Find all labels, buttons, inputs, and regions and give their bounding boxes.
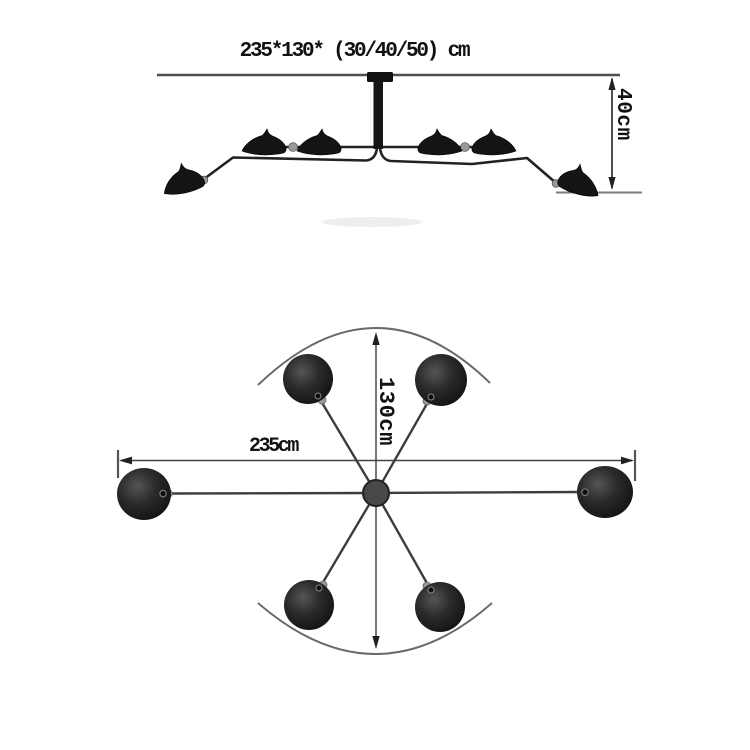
center-stem bbox=[373, 80, 383, 149]
arrow-up-icon bbox=[608, 77, 616, 90]
arm-bottom-left bbox=[320, 491, 378, 586]
lamp-shade bbox=[157, 158, 207, 199]
nipple bbox=[314, 392, 322, 400]
lower-left-arm bbox=[202, 146, 379, 181]
lamp-sphere bbox=[415, 354, 467, 406]
depth-dimension-label: 130cm bbox=[373, 377, 398, 446]
shadow-smudge bbox=[322, 217, 422, 227]
plan-view: 130cm 235cm bbox=[116, 327, 637, 655]
top-sweep-arc bbox=[257, 327, 491, 386]
nipple bbox=[581, 488, 589, 496]
lamp-sphere bbox=[577, 466, 633, 518]
arrow-down-icon bbox=[608, 177, 616, 190]
lamp-shade bbox=[417, 128, 463, 156]
lamp-sphere bbox=[415, 582, 465, 632]
arm-right bbox=[374, 490, 582, 495]
lamp-sphere bbox=[117, 468, 171, 520]
arm-joints bbox=[199, 142, 561, 188]
lamp-shade bbox=[555, 158, 604, 201]
arm-top-right bbox=[374, 400, 430, 495]
lamp-shades-plan bbox=[117, 354, 633, 632]
lamp-sphere bbox=[284, 580, 334, 630]
arrow-left-icon bbox=[119, 456, 132, 465]
lamp-sphere bbox=[283, 354, 333, 404]
center-hub bbox=[362, 479, 390, 507]
lower-right-arm bbox=[378, 146, 558, 185]
arm-bottom-right bbox=[374, 491, 430, 587]
joint-ferrule bbox=[288, 142, 298, 152]
arm-top-left bbox=[319, 399, 378, 495]
overall-dimensions-label: 235*130* (30/40/50) cm bbox=[240, 40, 470, 63]
nipple bbox=[427, 393, 435, 401]
joint-ferrule bbox=[460, 142, 470, 152]
lamp-shade bbox=[241, 128, 287, 156]
arrow-up-icon bbox=[372, 332, 380, 345]
nipple bbox=[159, 489, 167, 498]
width-dimension bbox=[116, 450, 637, 481]
bottom-sweep-arc bbox=[257, 602, 493, 655]
height-dimension bbox=[556, 77, 642, 194]
nipple bbox=[427, 586, 435, 594]
side-view: 235*130* (30/40/50) cm 40cm bbox=[157, 40, 642, 227]
nipple bbox=[315, 584, 323, 592]
lamp-shade bbox=[296, 128, 342, 156]
sphere-nipples bbox=[159, 392, 589, 594]
arrow-right-icon bbox=[621, 456, 634, 465]
lamp-arms-plan bbox=[168, 399, 582, 587]
height-dimension-label: 40cm bbox=[611, 88, 634, 141]
lamp-shade bbox=[471, 128, 517, 156]
arm-left bbox=[168, 491, 378, 495]
arrow-down-icon bbox=[372, 636, 380, 649]
ceiling-canopy bbox=[367, 72, 393, 82]
width-dimension-label: 235cm bbox=[249, 435, 299, 458]
